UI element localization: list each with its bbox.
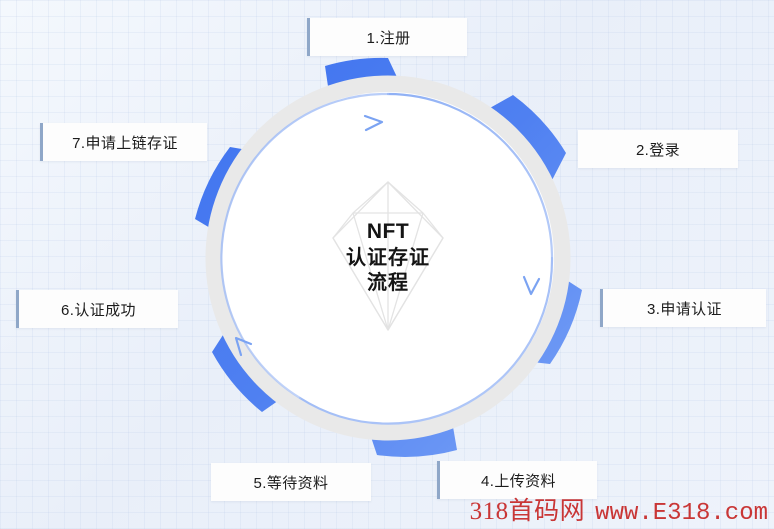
step-label-3: 3.申请认证 [647, 300, 722, 318]
step-label-2: 2.登录 [635, 141, 681, 159]
step-label-7: 7.申请上链存证 [72, 134, 178, 152]
step-box-2[interactable]: 2.登录 [578, 130, 738, 168]
watermark: 318首码网 www.E318.com [470, 491, 768, 527]
center-title-line-1: NFT [366, 219, 410, 243]
step-box-6[interactable]: 6.认证成功 [16, 290, 178, 328]
step-box-5[interactable]: 5.等待资料 [211, 463, 371, 501]
watermark-brand: 318首码网 [469, 498, 586, 525]
step-label-4: 4.上传资料 [481, 472, 556, 490]
step-label-1: 1.注册 [366, 29, 411, 47]
watermark-url: www.E318.com [595, 500, 768, 527]
step-label-5: 5.等待资料 [253, 474, 329, 492]
step-box-7[interactable]: 7.申请上链存证 [40, 123, 207, 161]
step-box-1[interactable]: 1.注册 [307, 18, 467, 56]
wheel-center-title: NFT 认证存证 流程 [346, 219, 430, 297]
step-label-6: 6.认证成功 [61, 301, 136, 319]
step-box-4[interactable]: 4.上传资料 [437, 461, 597, 499]
center-title-line-2: 认证存证 [346, 246, 430, 269]
center-title-line-3: 流程 [367, 272, 409, 295]
step-box-3[interactable]: 3.申请认证 [600, 289, 766, 327]
